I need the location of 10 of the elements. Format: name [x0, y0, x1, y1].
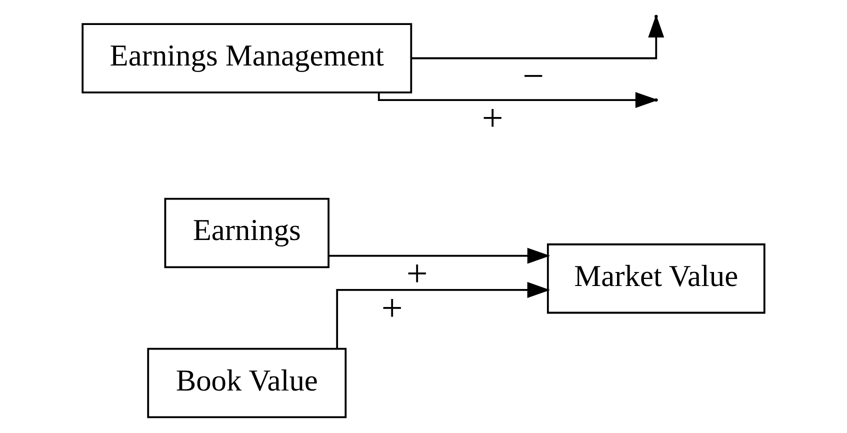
- edge-label: +: [406, 253, 428, 296]
- node-box: Earnings Management: [82, 23, 412, 94]
- node-box: Book Value: [147, 348, 347, 418]
- arrow: [336, 282, 550, 348]
- node-box: Earnings: [164, 198, 330, 268]
- edge-label: +: [381, 287, 403, 330]
- node-box: Market Value: [546, 243, 766, 314]
- arrow: [328, 248, 550, 264]
- edge-label: +: [482, 97, 504, 140]
- edge-label: −: [522, 56, 544, 98]
